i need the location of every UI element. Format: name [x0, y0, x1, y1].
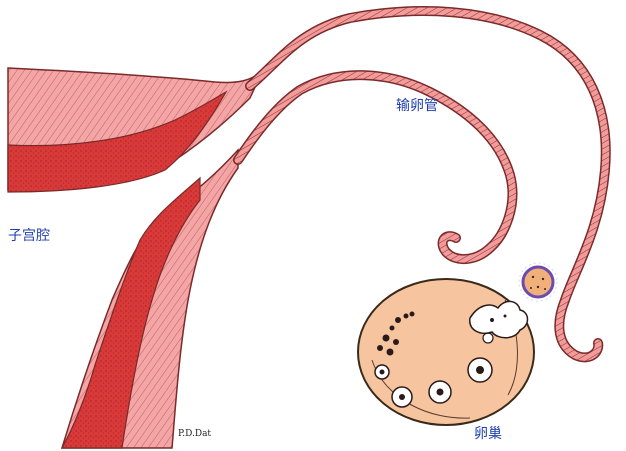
primordial-follicles	[377, 311, 415, 356]
uterine-wall-lower	[60, 148, 239, 449]
artist-signature: P.D.Dat	[178, 429, 212, 439]
ovum	[518, 262, 558, 302]
label-fallopian-tube: 输卵管	[396, 98, 438, 114]
growing-follicles	[374, 332, 494, 408]
fallopian-tube	[233, 6, 611, 363]
uterine-horn-upper	[7, 67, 264, 193]
label-uterine-cavity: 子宫腔	[8, 228, 50, 244]
ovary	[357, 278, 535, 426]
label-ovary: 卵巢	[474, 426, 502, 442]
ruptured-follicle	[469, 300, 529, 339]
